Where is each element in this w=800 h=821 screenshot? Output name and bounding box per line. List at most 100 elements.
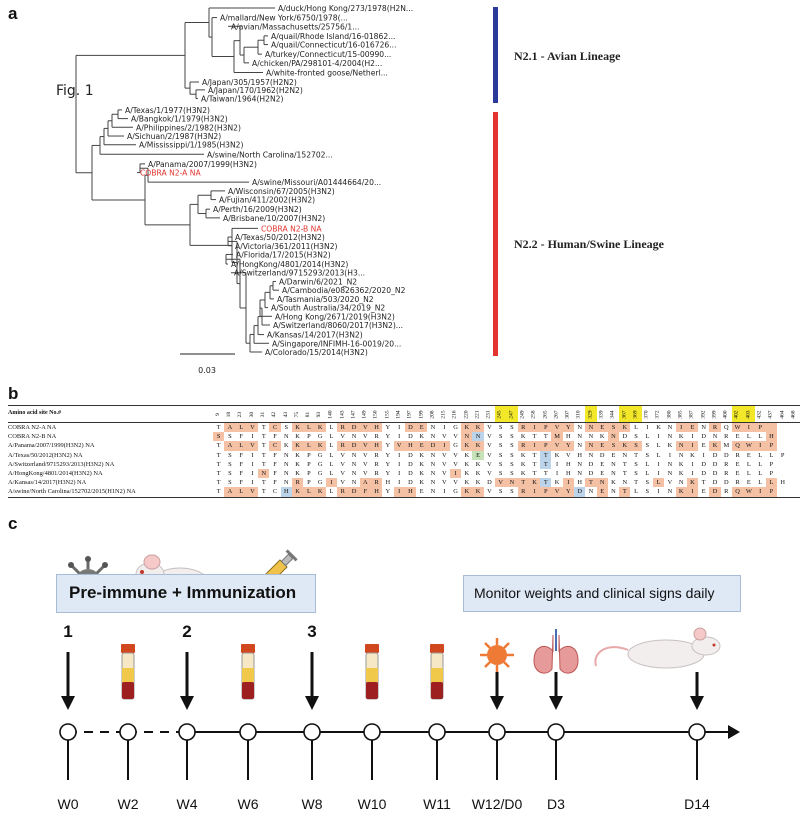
tree-branches	[75, 7, 279, 353]
residue-cell: F	[359, 487, 371, 498]
residue-cell: G	[317, 470, 323, 478]
residue-cell	[777, 460, 788, 469]
residue-cell: K	[472, 422, 484, 433]
residue-cell	[788, 423, 800, 433]
residue-cell: N	[607, 487, 620, 498]
site-number: 155	[382, 405, 394, 423]
residue-cell: H	[280, 487, 292, 498]
residue-cell: V	[246, 487, 259, 498]
residue-cell: I	[675, 422, 687, 433]
site-number: 369	[630, 405, 642, 423]
tree-taxon-label: A/Texas/50/2012(H3N2)	[235, 233, 325, 242]
residue-cell: Y	[385, 424, 391, 431]
residue-cell: N	[258, 469, 270, 479]
residue-cell: R	[735, 479, 740, 487]
residue-cell: K	[461, 487, 473, 498]
residue-cell: T	[540, 478, 552, 488]
residue-cell: G	[317, 460, 323, 468]
residue-cell: Q	[731, 487, 744, 498]
residue-cell: H	[370, 422, 383, 433]
residue-cell	[777, 423, 788, 433]
residue-cell: K	[554, 479, 560, 487]
residue-cell: S	[510, 442, 514, 450]
site-number: 93	[314, 405, 326, 423]
residue-cell: K	[678, 470, 684, 478]
residue-cell: V	[393, 441, 405, 451]
residue-cell: L	[329, 451, 334, 459]
timepoint-marker	[547, 723, 565, 741]
residue-cell: S	[213, 432, 225, 442]
tree-taxon-label: A/Texas/1/1977(H3N2)	[125, 106, 210, 115]
tree-taxon-label: A/Singapore/INFIMH-16-0019/20...	[272, 339, 401, 348]
residue-cell: K	[291, 422, 304, 433]
residue-cell: S	[228, 451, 232, 459]
site-number: 220	[461, 405, 473, 423]
residue-cell: S	[510, 424, 514, 431]
residue-cell: K	[611, 479, 616, 487]
residue-cell: E	[735, 470, 740, 478]
site-number: 247	[506, 405, 518, 423]
site-number: 147	[348, 405, 360, 423]
residue-cell: V	[551, 422, 563, 433]
residue-cell: V	[441, 451, 447, 459]
week-label: W2	[117, 796, 139, 812]
residue-cell: E	[735, 433, 740, 441]
residue-cell	[777, 441, 788, 450]
residue-cell: T	[532, 433, 537, 441]
residue-cell: V	[359, 441, 371, 451]
residue-cell: V	[246, 441, 259, 451]
human-swine-lineage-bar	[493, 112, 498, 356]
residue-cell: T	[216, 479, 221, 487]
residue-cell: L	[235, 422, 247, 433]
residue-cell: D	[599, 451, 605, 459]
residue-cell: S	[228, 470, 232, 478]
residue-cell: V	[340, 451, 346, 459]
residue-cell: T	[261, 433, 266, 441]
blood-tube-icon	[241, 644, 255, 700]
tree-taxon-label: A/avian/Massachusetts/25756/1...	[231, 22, 360, 31]
residue-cell: V	[551, 441, 563, 451]
tree-taxon-label: A/Florida/17/2015(H3N2)	[236, 250, 331, 259]
sequence-name: A/Switzerland/9715293/2013(H3N2) NA	[8, 460, 115, 468]
residue-cell: L	[652, 478, 665, 488]
residue-cell: N	[585, 441, 597, 451]
tree-taxon-label: A/Tasmania/503/2020_N2	[277, 295, 374, 304]
residue-cell: N	[284, 460, 289, 468]
site-number: 245	[495, 405, 507, 423]
residue-cell: T	[261, 479, 266, 487]
site-number: 329	[585, 405, 597, 423]
mouse-icon-2	[594, 627, 721, 669]
tree-taxon-label: A/Perth/16/2009(H3N2)	[213, 205, 302, 214]
site-number: 385	[675, 405, 687, 423]
residue-cell: Y	[382, 487, 394, 498]
residue-cell: I	[393, 487, 405, 498]
residue-cell: R	[337, 487, 349, 498]
residue-cell: D	[408, 479, 413, 487]
site-number: 81	[303, 405, 315, 423]
residue-cell: E	[596, 441, 608, 451]
residue-cell: I	[438, 441, 450, 451]
tree-taxon-label: A/Sichuan/2/1987(H3N2)	[127, 132, 221, 141]
residue-cell: D	[348, 487, 360, 498]
residue-cell: S	[498, 424, 503, 431]
site-number: 387	[686, 405, 699, 423]
residue-cell: S	[228, 433, 232, 441]
week-label: D3	[547, 796, 565, 812]
residue-cell: R	[720, 487, 732, 498]
residue-cell: D	[723, 451, 729, 459]
residue-cell: R	[517, 422, 529, 433]
residue-cell: K	[667, 442, 673, 450]
residue-cell	[788, 451, 800, 460]
residue-cell: S	[645, 442, 650, 450]
residue-cell: K	[295, 460, 300, 468]
tree-taxon-label: A/Panama/2007/1999(H3N2)	[148, 160, 257, 169]
residue-cell: P	[307, 460, 311, 468]
residue-cell: V	[362, 460, 368, 468]
residue-cell: N	[430, 470, 436, 478]
residue-cell: K	[690, 451, 695, 459]
residue-cell: P	[307, 451, 311, 459]
residue-cell: I	[398, 460, 401, 468]
residue-cell: G	[453, 442, 458, 450]
residue-cell: V	[441, 470, 447, 478]
residue-cell: K	[291, 487, 304, 498]
